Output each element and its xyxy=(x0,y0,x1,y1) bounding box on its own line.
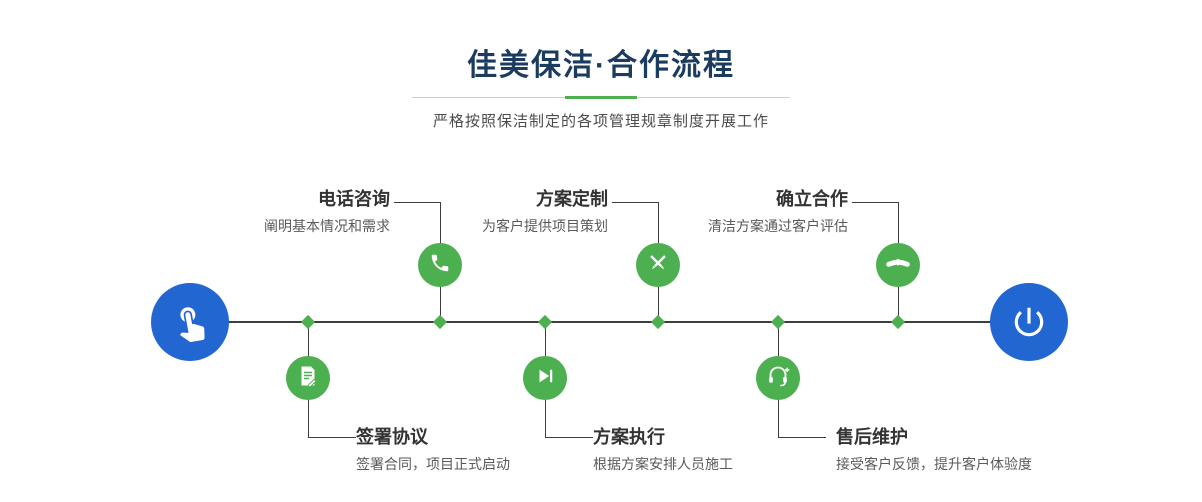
step-plan-execution: 方案执行 根据方案安排人员施工 xyxy=(593,424,733,474)
step-node-support xyxy=(756,356,800,400)
step-node-contract xyxy=(286,356,330,400)
step-label: 方案执行 xyxy=(593,427,665,447)
handshake-icon xyxy=(885,250,911,281)
connector-line xyxy=(308,437,356,438)
step-node-phone xyxy=(418,243,462,287)
step-label: 签署协议 xyxy=(356,427,428,447)
timeline-line xyxy=(226,321,992,323)
divider-accent xyxy=(565,96,637,99)
step-node-design xyxy=(636,243,680,287)
connector-line xyxy=(778,437,826,438)
power-icon xyxy=(1010,303,1048,341)
step-sign-agreement: 签署协议 签署合同，项目正式启动 xyxy=(356,424,510,474)
step-label: 电话咨询 xyxy=(318,189,390,209)
step-label: 确立合作 xyxy=(776,189,848,209)
timeline-diamond xyxy=(300,314,316,330)
step-plan-customization: 方案定制 为客户提供项目策划 xyxy=(482,186,608,236)
step-desc: 清洁方案通过客户评估 xyxy=(708,218,848,234)
timeline-diamond xyxy=(537,314,553,330)
timeline-diamond xyxy=(650,314,666,330)
page-title: 佳美保洁·合作流程 xyxy=(467,49,735,82)
step-label: 售后维护 xyxy=(836,427,908,447)
step-desc: 签署合同，项目正式启动 xyxy=(356,456,510,472)
step-desc: 根据方案安排人员施工 xyxy=(593,456,733,472)
step-node-execute xyxy=(523,356,567,400)
step-after-sales-maintenance: 售后维护 接受客户反馈，提升客户体验度 xyxy=(836,424,1032,474)
timeline-diamond xyxy=(432,314,448,330)
phone-icon xyxy=(429,252,451,279)
timeline-start xyxy=(151,283,229,361)
timeline-end xyxy=(990,283,1068,361)
step-establish-cooperation: 确立合作 清洁方案通过客户评估 xyxy=(708,186,848,236)
step-desc: 为客户提供项目策划 xyxy=(482,218,608,234)
connector-line xyxy=(852,202,898,203)
connector-line xyxy=(545,437,593,438)
contract-icon xyxy=(296,364,320,393)
connector-line xyxy=(394,202,440,203)
hand-pointer-icon xyxy=(167,299,213,345)
connector-line xyxy=(612,202,658,203)
title-divider xyxy=(412,96,790,99)
headset-icon xyxy=(766,364,790,393)
timeline-diamond xyxy=(770,314,786,330)
step-phone-consultation: 电话咨询 阐明基本情况和需求 xyxy=(264,186,390,236)
step-desc: 接受客户反馈，提升客户体验度 xyxy=(836,456,1032,472)
step-node-handshake xyxy=(876,243,920,287)
page-subtitle: 严格按照保洁制定的各项管理规章制度开展工作 xyxy=(432,113,769,130)
timeline-diamond xyxy=(890,314,906,330)
step-desc: 阐明基本情况和需求 xyxy=(264,218,390,234)
play-icon xyxy=(534,365,556,392)
step-label: 方案定制 xyxy=(536,189,608,209)
pencil-ruler-icon xyxy=(646,251,670,280)
